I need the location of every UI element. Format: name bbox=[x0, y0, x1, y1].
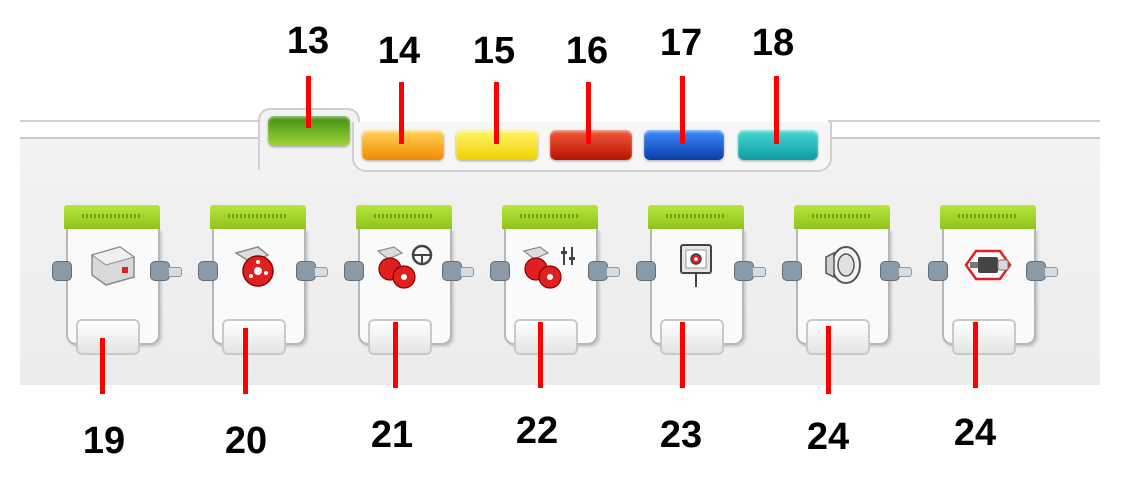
block-body bbox=[942, 229, 1036, 355]
callout-number: 17 bbox=[659, 22, 703, 64]
sequence-plug-in[interactable] bbox=[198, 261, 218, 281]
sequence-plug-out[interactable] bbox=[150, 261, 182, 281]
callout-number: 23 bbox=[659, 414, 703, 456]
palette-top-border bbox=[20, 120, 260, 122]
sequence-plug-in[interactable] bbox=[928, 261, 948, 281]
callout-number: 20 bbox=[224, 420, 268, 462]
brick-status-light-block[interactable] bbox=[928, 205, 1058, 355]
sequence-plug-out[interactable] bbox=[1026, 261, 1058, 281]
mode-selector[interactable] bbox=[660, 319, 724, 355]
callout-line-24a bbox=[826, 326, 831, 394]
callout-number: 19 bbox=[82, 420, 126, 462]
callout-line-14 bbox=[399, 82, 404, 144]
callout-line-16 bbox=[586, 82, 591, 144]
callout-line-15 bbox=[494, 82, 499, 144]
move-tank-icon bbox=[522, 246, 575, 289]
mode-selector[interactable] bbox=[76, 319, 140, 355]
sound-icon bbox=[825, 246, 861, 284]
callout-line-13 bbox=[306, 76, 311, 128]
sequence-plug-out[interactable] bbox=[734, 261, 766, 281]
large-motor-block[interactable] bbox=[198, 205, 328, 355]
block-header bbox=[356, 205, 452, 229]
medium-motor-icon bbox=[90, 246, 136, 286]
move-tank-block[interactable] bbox=[490, 205, 620, 355]
sequence-plug-in[interactable] bbox=[344, 261, 364, 281]
tab-data[interactable] bbox=[550, 130, 632, 160]
move-steering-icon bbox=[376, 244, 433, 289]
block-header bbox=[210, 205, 306, 229]
callout-line-18 bbox=[774, 76, 779, 144]
display-icon bbox=[680, 244, 712, 287]
sound-block[interactable] bbox=[782, 205, 912, 355]
callout-number: 18 bbox=[751, 22, 795, 64]
callout-line-21 bbox=[393, 322, 398, 388]
block-header bbox=[648, 205, 744, 229]
mode-selector[interactable] bbox=[368, 319, 432, 355]
block-header bbox=[940, 205, 1036, 229]
medium-motor-block[interactable] bbox=[52, 205, 182, 355]
brick-status-light-icon bbox=[964, 249, 1012, 281]
callout-number: 21 bbox=[370, 414, 414, 456]
mode-selector[interactable] bbox=[514, 319, 578, 355]
display-block[interactable] bbox=[636, 205, 766, 355]
move-steering-block[interactable] bbox=[344, 205, 474, 355]
callout-number: 14 bbox=[377, 30, 421, 72]
sequence-plug-out[interactable] bbox=[588, 261, 620, 281]
mode-selector[interactable] bbox=[806, 319, 870, 355]
callout-number: 24 bbox=[953, 412, 997, 454]
block-header bbox=[794, 205, 890, 229]
block-body bbox=[212, 229, 306, 355]
callout-number: 22 bbox=[515, 410, 559, 452]
block-header bbox=[502, 205, 598, 229]
sequence-plug-out[interactable] bbox=[880, 261, 912, 281]
callout-line-24b bbox=[973, 322, 978, 388]
large-motor-icon bbox=[234, 246, 274, 287]
callout-line-19 bbox=[100, 338, 105, 394]
callout-number: 13 bbox=[286, 20, 330, 62]
sequence-plug-out[interactable] bbox=[442, 261, 474, 281]
callout-number: 15 bbox=[472, 30, 516, 72]
callout-line-20 bbox=[243, 328, 248, 394]
mode-selector[interactable] bbox=[952, 319, 1016, 355]
mode-selector[interactable] bbox=[222, 319, 286, 355]
callout-line-17 bbox=[680, 76, 685, 144]
callout-line-23 bbox=[680, 322, 685, 388]
sequence-plug-in[interactable] bbox=[782, 261, 802, 281]
sequence-plug-in[interactable] bbox=[490, 261, 510, 281]
sequence-plug-in[interactable] bbox=[636, 261, 656, 281]
callout-number: 16 bbox=[565, 30, 609, 72]
sequence-plug-in[interactable] bbox=[52, 261, 72, 281]
block-header bbox=[64, 205, 160, 229]
palette-top-border-right bbox=[828, 120, 1100, 122]
callout-number: 24 bbox=[806, 416, 850, 458]
sequence-plug-out[interactable] bbox=[296, 261, 328, 281]
callout-line-22 bbox=[538, 322, 543, 388]
